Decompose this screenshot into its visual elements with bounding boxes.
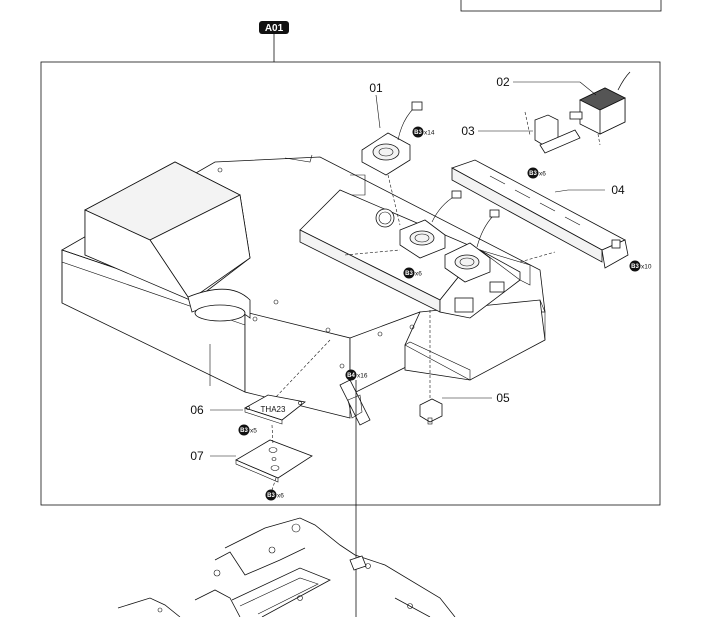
header-box [460, 0, 662, 12]
screw-marker-2: B3 x6 [527, 167, 546, 179]
screw-marker-5: B4 x16 [345, 369, 368, 381]
screw-marker-7: B3 x6 [265, 489, 284, 501]
screw-marker-6: B3 x5 [238, 424, 257, 436]
callout-05: 05 [496, 391, 510, 405]
assembly-tag-label: A01 [265, 23, 284, 34]
svg-text:x6: x6 [539, 171, 546, 178]
diagram-frame [40, 61, 661, 506]
fan-tray [299, 189, 531, 319]
part-06-board: THA23 06 [190, 339, 331, 425]
callout-01: 01 [369, 81, 383, 95]
svg-text:x16: x16 [357, 373, 368, 380]
svg-text:B3: B3 [267, 493, 275, 499]
screw-marker-4: B3 x10 [629, 260, 652, 272]
callout-02: 02 [496, 75, 510, 89]
part-03-bracket: 03 [461, 111, 581, 154]
svg-text:B3: B3 [529, 171, 537, 177]
svg-text:x10: x10 [641, 264, 652, 271]
screw-marker-3: B3 x6 [403, 267, 422, 279]
part-02-solenoid: 02 [496, 71, 631, 146]
svg-text:B3: B3 [414, 130, 422, 136]
svg-text:B4: B4 [347, 373, 355, 379]
screw-marker-1: B3 x14 [412, 126, 435, 138]
svg-text:B3: B3 [240, 428, 248, 434]
board-part-label: THA23 [261, 405, 286, 414]
callout-04: 04 [611, 183, 625, 197]
part-04-strip: 04 [451, 159, 629, 269]
part-01-fan: 01 [361, 81, 423, 226]
power-block [84, 161, 251, 322]
svg-text:B3: B3 [631, 264, 639, 270]
lower-chassis-frame [117, 517, 456, 617]
svg-text:x6: x6 [277, 493, 284, 500]
assembly-tag: A01 [259, 21, 289, 62]
callout-03: 03 [461, 124, 475, 138]
svg-text:x14: x14 [424, 130, 435, 137]
callout-06: 06 [190, 403, 204, 417]
svg-text:x6: x6 [415, 271, 422, 278]
callout-07: 07 [190, 449, 204, 463]
part-07-plate: 07 [190, 424, 313, 491]
svg-text:B3: B3 [405, 271, 413, 277]
svg-text:x5: x5 [250, 428, 257, 435]
part-05-switch: 05 [419, 310, 510, 425]
